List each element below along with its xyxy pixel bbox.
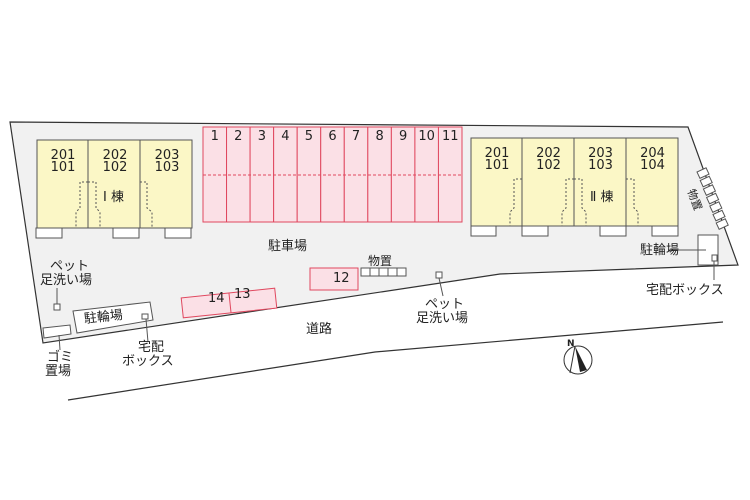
delivery-left-label-2: ボックス [122, 354, 174, 369]
compass-icon [563, 345, 593, 375]
unit-number: 102 [536, 158, 561, 173]
storage-unit [709, 201, 723, 214]
storage-right [696, 167, 729, 231]
building-1 [35, 139, 193, 239]
parking-space-number: 6 [328, 129, 337, 144]
pet-left-label-2: 足洗い場 [40, 273, 93, 288]
delivery-left-label-1: 宅配 [138, 340, 165, 355]
parking-space-13-14 [180, 287, 278, 319]
parking-space-number: 11 [441, 129, 459, 144]
delivery-box-right [711, 254, 718, 262]
storage-unit [715, 218, 729, 231]
parking-space-number: 5 [304, 129, 314, 144]
unit-number: 201 [50, 148, 76, 163]
unit-number: 202 [536, 146, 561, 161]
pet-right-label-1: ペット [425, 297, 465, 312]
pet-right-label-2: 足洗い場 [416, 311, 469, 326]
parking-row [202, 126, 463, 223]
delivery-right-label: 宅配ボックス [646, 283, 724, 298]
pet-wash-right [435, 271, 443, 279]
north-label: N [567, 339, 575, 349]
storage-unit [696, 167, 710, 180]
parking-space-number: 10 [418, 129, 435, 144]
pet-left-label-1: ペット [50, 259, 90, 274]
parking-space-14-label: 14 [208, 291, 225, 306]
parking-space-number: 4 [281, 129, 290, 144]
garbage-label-2: 置場 [45, 364, 72, 379]
parking-label: 駐車場 [268, 239, 308, 254]
road-edge [67, 321, 724, 401]
parking-space-12 [309, 267, 359, 291]
unit-number: 104 [640, 158, 665, 173]
parking-space-number: 1 [210, 129, 219, 144]
bike-shelter-left [72, 301, 154, 334]
pet-wash-left [53, 303, 61, 311]
unit-number: 101 [484, 158, 510, 173]
unit-number: 102 [102, 160, 128, 175]
storage-unit [699, 175, 713, 188]
parking-space-12-label: 12 [333, 271, 350, 286]
garbage-label-1: ゴミ [47, 350, 74, 365]
building-1-label: Ⅰ 棟 [103, 190, 124, 205]
bike-right-label: 駐輪場 [640, 243, 680, 258]
storage-unit [712, 209, 726, 222]
storage-unit [705, 192, 720, 205]
parking-space-number: 3 [257, 129, 266, 144]
parking-space-number: 7 [351, 129, 361, 144]
garbage-area [42, 324, 72, 339]
building-2-label: Ⅱ 棟 [590, 190, 614, 205]
parking-space-number: 9 [398, 129, 408, 144]
unit-number: 101 [50, 160, 76, 175]
storage-center [360, 267, 407, 277]
unit-number: 103 [588, 158, 613, 173]
unit-number: 204 [640, 146, 665, 161]
storage-unit [702, 184, 717, 197]
unit-number: 201 [484, 146, 510, 161]
unit-number: 203 [154, 148, 180, 163]
road-label: 道路 [306, 322, 333, 337]
delivery-box-left [141, 313, 149, 320]
unit-number: 202 [102, 148, 128, 163]
parking-space-13-label: 13 [234, 287, 251, 302]
parking-space-number: 8 [375, 129, 384, 144]
building-2 [470, 137, 679, 237]
storage-center-label: 物置 [368, 254, 393, 268]
unit-number: 203 [588, 146, 613, 161]
parking-space-number: 2 [234, 129, 243, 144]
unit-number: 103 [154, 160, 180, 175]
